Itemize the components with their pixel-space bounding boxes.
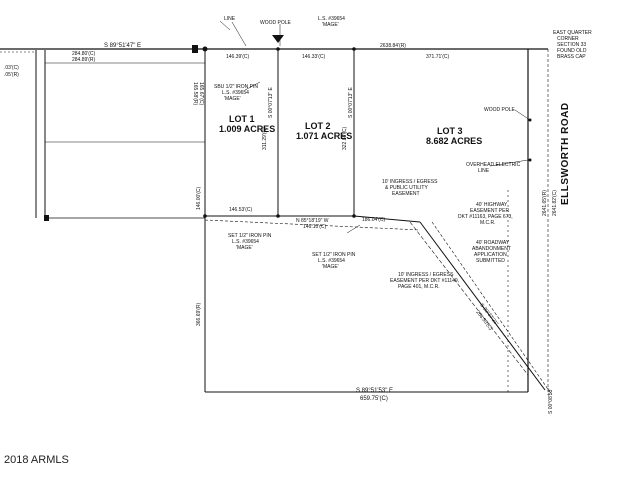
plat-label: S 89°51'53" E bbox=[356, 388, 393, 394]
labels: LINE WOOD POLE L.S. #39654 'MAGE' EAST Q… bbox=[4, 16, 592, 414]
plat-label: 146.39'(C) bbox=[226, 54, 250, 60]
plat-label: 371.71'(C) bbox=[426, 54, 450, 60]
survey-pin-icon bbox=[202, 46, 208, 52]
plat-label: 10' INGRESS / EGRESS bbox=[398, 272, 454, 278]
plat-label: 1.071 ACRES bbox=[296, 131, 352, 141]
plat-label: 'MAGE' bbox=[322, 264, 339, 270]
plat-label: 1.009 ACRES bbox=[219, 124, 275, 134]
plat-label: LOT 3 bbox=[437, 126, 463, 136]
plat-label: 284.89'(R) bbox=[72, 57, 96, 63]
corner-marker-icon bbox=[44, 215, 49, 221]
plat-label: LINE bbox=[224, 16, 236, 22]
arrow-icon bbox=[272, 35, 284, 43]
plat-label: 8.682 ACRES bbox=[426, 136, 482, 146]
plat-label: M.C.R. bbox=[480, 220, 496, 226]
plat-label: N 85°18'19" W bbox=[296, 218, 329, 224]
plat-label: L.S. #39654 bbox=[222, 90, 249, 96]
plat-label: SECTION 33 bbox=[557, 42, 586, 48]
plat-label: 10' INGRESS / EGRESS bbox=[382, 179, 438, 185]
plat-label: 165.67'(C) bbox=[198, 82, 204, 106]
wood-pole-icon bbox=[192, 45, 198, 53]
plat-label: FOUND OLD bbox=[557, 48, 587, 54]
plat-label: DKT #11163, PAGE 673, bbox=[458, 214, 513, 220]
plat-label: L.S. #39654 bbox=[232, 239, 259, 245]
plat-label: SET 1/2" IRON PIN bbox=[228, 233, 272, 239]
plat-label: 146.53'(C) bbox=[229, 207, 253, 213]
plat-label: 146.10'(C) bbox=[303, 224, 327, 230]
plat-label: APPLICATION bbox=[474, 252, 507, 258]
plat-label: 366.69'(R) bbox=[196, 302, 202, 326]
plat-label: WOOD POLE bbox=[484, 107, 516, 113]
plat-label: 165.58'(R) bbox=[192, 82, 198, 106]
plat-label: 311.29'(C) bbox=[262, 127, 268, 150]
markers bbox=[44, 35, 532, 221]
plat-label: ELLSWORTH ROAD bbox=[560, 102, 571, 205]
plat-label: EASEMENT bbox=[392, 191, 420, 197]
plat-label: PAGE 401, M.C.R. bbox=[398, 284, 440, 290]
plat-label: 2641.65'(R) bbox=[542, 190, 548, 216]
copyright-watermark: 2018 ARMLS bbox=[4, 454, 69, 466]
plat-label: L.S. #39654 bbox=[318, 258, 345, 264]
plat-label: WOOD POLE bbox=[260, 20, 292, 26]
plat-label: 284.80'(C) bbox=[72, 51, 96, 57]
plat-label: .03'(C) bbox=[4, 65, 19, 71]
plat-label: LOT 2 bbox=[305, 121, 331, 131]
plat-label: EASEMENT PER bbox=[470, 208, 509, 214]
plat-label: 2638.84'(R) bbox=[380, 43, 406, 49]
plat-label: & PUBLIC UTILITY bbox=[385, 185, 428, 191]
plat-label: 'MAGE' bbox=[224, 96, 241, 102]
plat-label: 146.33'(C) bbox=[302, 54, 326, 60]
plat-label: EAST QUARTER bbox=[553, 30, 592, 36]
plat-label: S 00°08'53" bbox=[548, 388, 554, 414]
plat-label: ABANDONMENT bbox=[472, 246, 511, 252]
plat-label: EASEMENT PER DKT #11149, bbox=[390, 278, 459, 284]
plat-label: LOT 1 bbox=[229, 114, 255, 124]
plat-label: 146.00'(C) bbox=[196, 186, 202, 210]
plat-label: SUBMITTED bbox=[476, 258, 505, 264]
plat-label: 40' HIGHWAY bbox=[476, 202, 508, 208]
plat-label: .05'(R) bbox=[4, 72, 19, 78]
plat-label: SET 1/2" IRON PIN bbox=[312, 252, 356, 258]
plat-label: S 00°07'13" E bbox=[268, 86, 274, 118]
boundary-lines bbox=[0, 20, 553, 396]
plat-label: 40' ROADWAY bbox=[476, 240, 510, 246]
plat-label: BRASS CAP bbox=[557, 54, 586, 60]
plat-label: L.S. #39654 bbox=[318, 16, 345, 22]
plat-label: LINE bbox=[478, 168, 490, 174]
plat-label: 'MAGE' bbox=[236, 245, 253, 251]
plat-label: 322.88'(C) bbox=[342, 126, 348, 150]
plat-label: 186.04'(C) bbox=[362, 217, 386, 223]
plat-label: 659.75'(C) bbox=[360, 396, 388, 402]
plat-label: S 00°07'13" E bbox=[348, 86, 354, 118]
plat-label: 'MAGE' bbox=[322, 22, 339, 28]
plat-label: 2641.82'(C) bbox=[552, 190, 558, 216]
plat-label: SBU 1/2" IRON PIN bbox=[214, 84, 258, 90]
plat-label: OVERHEAD ELECTRIC bbox=[466, 162, 521, 168]
plat-label: S 89°51'47" E bbox=[104, 43, 141, 49]
plat-label: CORNER bbox=[557, 36, 579, 42]
